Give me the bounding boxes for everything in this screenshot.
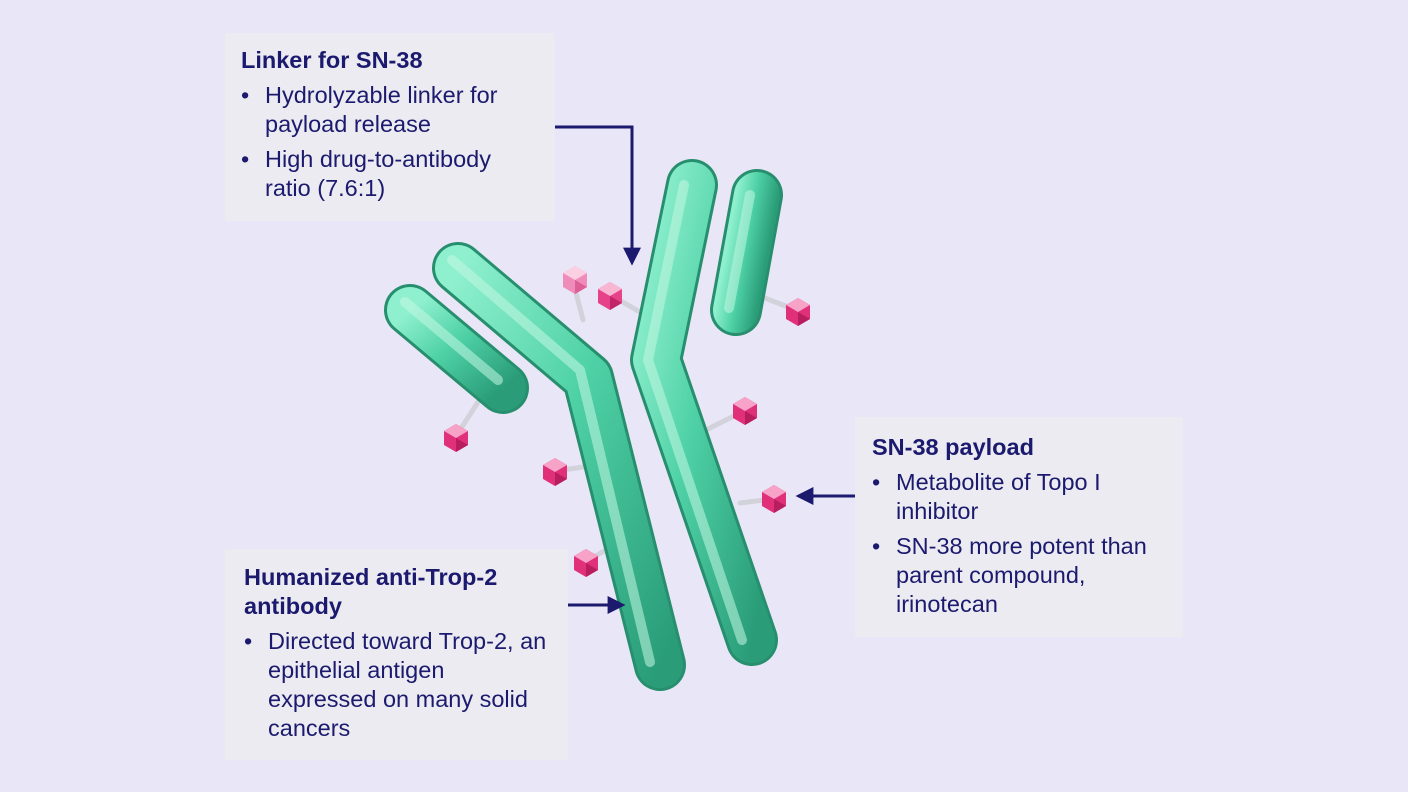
hexagon-molecule-icon (563, 266, 587, 294)
hexagon-molecule-icon (598, 282, 622, 310)
heavy-chain-right (633, 162, 775, 663)
antibody-callout-bullets: Directed toward Trop-2, an epithelial an… (244, 627, 552, 743)
linker-arrow-icon (555, 125, 641, 266)
payload-callout: SN-38 payload Metabolite of Topo I inhib… (855, 417, 1183, 637)
antibody-callout: Humanized anti-Trop-2 antibody Directed … (225, 549, 568, 760)
hexagon-molecule-icon (786, 298, 810, 326)
hexagon-molecule-icon (762, 485, 786, 513)
hexagon-molecule-icon (574, 549, 598, 577)
list-item: Directed toward Trop-2, an epithelial an… (244, 627, 552, 743)
list-item: Hydrolyzable linker for payload release (241, 81, 539, 139)
hexagon-molecule-icon (733, 397, 757, 425)
antibody-structure (384, 159, 783, 691)
light-chain-right (713, 172, 780, 333)
payload-molecules (444, 266, 810, 577)
list-item: SN-38 more potent than parent compound, … (872, 532, 1167, 619)
list-item: Metabolite of Topo I inhibitor (872, 468, 1167, 526)
hexagon-molecule-icon (543, 458, 567, 486)
linker-callout-bullets: Hydrolyzable linker for payload release … (241, 81, 539, 203)
payload-callout-bullets: Metabolite of Topo I inhibitor SN-38 mor… (872, 468, 1167, 619)
list-item: High drug-to-antibody ratio (7.6:1) (241, 145, 539, 203)
hexagon-molecule-icon (444, 424, 468, 452)
antibody-callout-title: Humanized anti-Trop-2 antibody (244, 564, 498, 619)
linker-callout: Linker for SN-38 Hydrolyzable linker for… (225, 33, 555, 221)
payload-callout-title: SN-38 payload (872, 434, 1034, 460)
callout-arrows (555, 125, 855, 614)
linker-callout-title: Linker for SN-38 (241, 47, 423, 73)
